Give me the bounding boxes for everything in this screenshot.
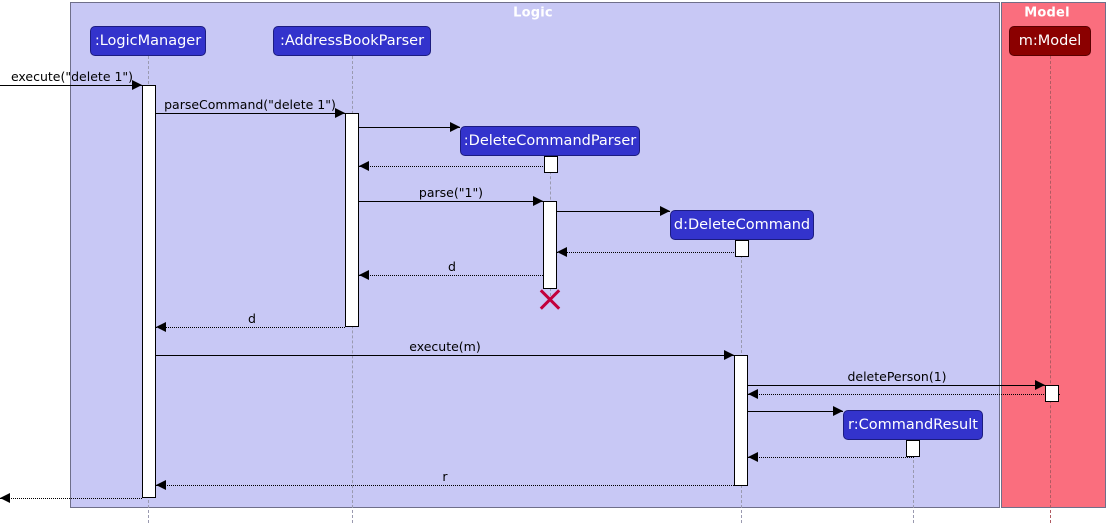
message-create-parser <box>359 127 460 128</box>
activation-delete-command <box>734 355 748 486</box>
message-return-d-logic-arrowhead <box>156 322 166 332</box>
message-return-final <box>0 498 142 499</box>
lifeline-command-result <box>913 440 914 523</box>
destroy-delete-command-parser <box>537 286 563 312</box>
message-create-result <box>748 411 843 412</box>
participant-label-model: m:Model <box>1018 33 1082 49</box>
message-delete-person-arrowhead <box>1035 380 1045 390</box>
panel-model <box>1001 2 1106 508</box>
message-delete-person <box>748 385 1045 386</box>
message-return-result-arrowhead <box>748 452 758 462</box>
activation-logic-manager <box>142 85 156 498</box>
message-return-d-parser-label: d <box>448 259 456 274</box>
message-return-final-arrowhead <box>0 493 10 503</box>
message-return-d-logic-label: d <box>248 311 256 326</box>
message-execute-delete-1 <box>0 85 142 86</box>
participant-delete-command[interactable]: d:DeleteCommand <box>670 210 814 240</box>
message-create-result-arrowhead <box>833 406 843 416</box>
message-parse-1-label: parse("1") <box>418 185 484 200</box>
message-return-d-logic <box>156 327 345 328</box>
activation-command-result <box>906 440 920 457</box>
message-execute-m-arrowhead <box>724 350 734 360</box>
message-execute-m-label: execute(m) <box>409 339 481 354</box>
message-create-command-arrowhead <box>660 206 670 216</box>
activation-delete-command-parser-create <box>544 156 558 173</box>
message-parse-command <box>156 113 345 114</box>
message-return-parser-arrowhead <box>359 161 369 171</box>
message-parse-command-label: parseCommand("delete 1") <box>164 97 336 112</box>
message-return-result <box>748 457 914 458</box>
message-create-command <box>557 211 670 212</box>
participant-label-command-result: r:CommandResult <box>848 417 978 433</box>
panel-label-logic: Logic <box>513 5 553 21</box>
message-return-r-logic-arrowhead <box>156 480 166 490</box>
message-return-command-arrowhead <box>557 247 567 257</box>
activation-address-book-parser <box>345 113 359 327</box>
message-return-model-arrowhead <box>748 389 758 399</box>
activation-model <box>1045 385 1059 402</box>
panel-label-model: Model <box>1024 5 1070 21</box>
message-return-d-parser-arrowhead <box>359 270 369 280</box>
message-return-r-logic-label: r <box>442 469 448 484</box>
participant-label-address-book-parser: :AddressBookParser <box>279 33 425 49</box>
message-execute-m <box>156 355 734 356</box>
message-return-r-logic <box>156 485 734 486</box>
message-parse-command-arrowhead <box>335 108 345 118</box>
message-create-parser-arrowhead <box>450 122 460 132</box>
message-return-model <box>748 394 1060 395</box>
lifeline-model <box>1050 56 1051 523</box>
activation-delete-command-parser <box>543 201 557 289</box>
message-parse-1-arrowhead <box>533 196 543 206</box>
participant-address-book-parser[interactable]: :AddressBookParser <box>273 26 431 56</box>
participant-model[interactable]: m:Model <box>1009 26 1091 56</box>
message-return-command <box>557 252 742 253</box>
participant-label-delete-command: d:DeleteCommand <box>673 217 811 233</box>
message-execute-delete-1-label: execute("delete 1") <box>10 69 134 84</box>
message-return-parser <box>359 166 551 167</box>
participant-command-result[interactable]: r:CommandResult <box>843 410 983 440</box>
message-execute-delete-1-arrowhead <box>132 80 142 90</box>
activation-delete-command-create <box>735 240 749 257</box>
message-parse-1 <box>359 201 543 202</box>
participant-logic-manager[interactable]: :LogicManager <box>90 26 206 56</box>
participant-label-logic-manager: :LogicManager <box>94 33 202 49</box>
participant-label-delete-command-parser: :DeleteCommandParser <box>463 133 637 149</box>
participant-delete-command-parser[interactable]: :DeleteCommandParser <box>460 126 640 156</box>
message-delete-person-label: deletePerson(1) <box>847 369 947 384</box>
message-return-d-parser <box>359 275 543 276</box>
